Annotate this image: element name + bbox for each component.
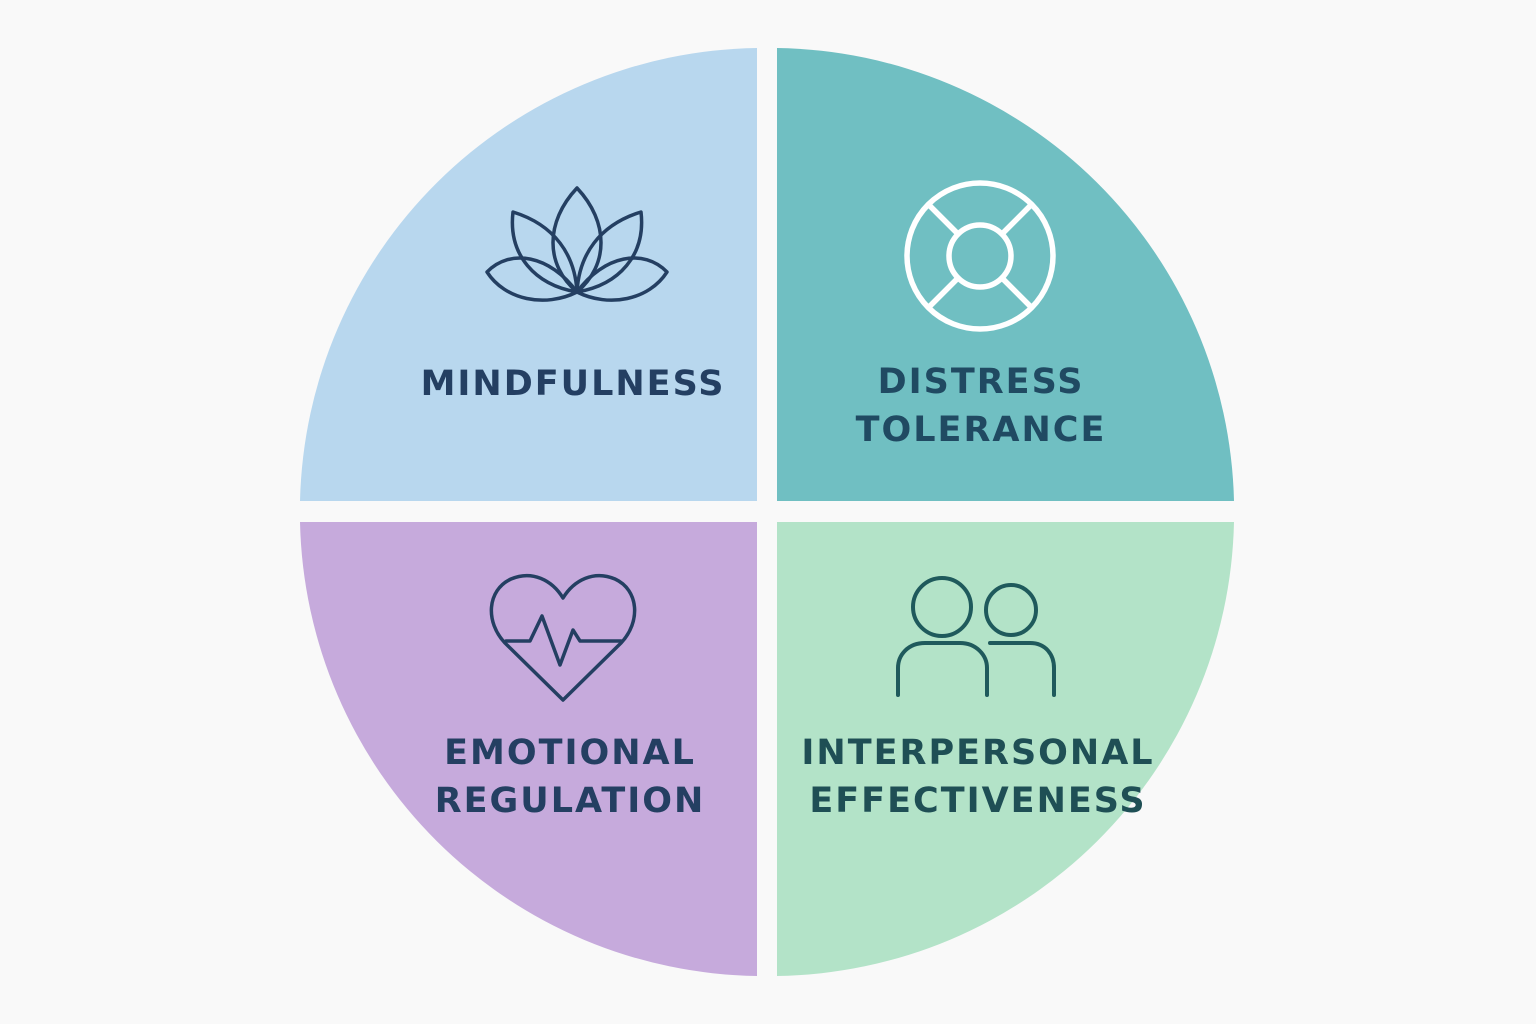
label-interpersonal-effectiveness: INTERPERSONAL EFFECTIVENESS xyxy=(801,729,1154,825)
label-line: TOLERANCE xyxy=(855,410,1107,450)
label-line: INTERPERSONAL xyxy=(801,733,1155,773)
label-line: EFFECTIVENESS xyxy=(809,781,1147,821)
lifebuoy-icon xyxy=(904,180,1056,332)
label-line: MINDFULNESS xyxy=(420,364,726,404)
quadrant-mindfulness xyxy=(300,48,757,501)
label-line: REGULATION xyxy=(434,781,706,821)
quadrant-emotional-regulation xyxy=(300,522,757,976)
two-people-icon xyxy=(896,576,1056,697)
lotus-icon xyxy=(485,186,669,302)
quadrant-interpersonal-effectiveness xyxy=(777,522,1234,976)
label-line: DISTRESS xyxy=(877,362,1085,402)
label-mindfulness: MINDFULNESS xyxy=(421,360,726,408)
label-line: EMOTIONAL xyxy=(444,733,696,773)
label-distress-tolerance: DISTRESS TOLERANCE xyxy=(856,358,1107,454)
label-emotional-regulation: EMOTIONAL REGULATION xyxy=(435,729,706,825)
heart-pulse-icon xyxy=(489,573,637,702)
